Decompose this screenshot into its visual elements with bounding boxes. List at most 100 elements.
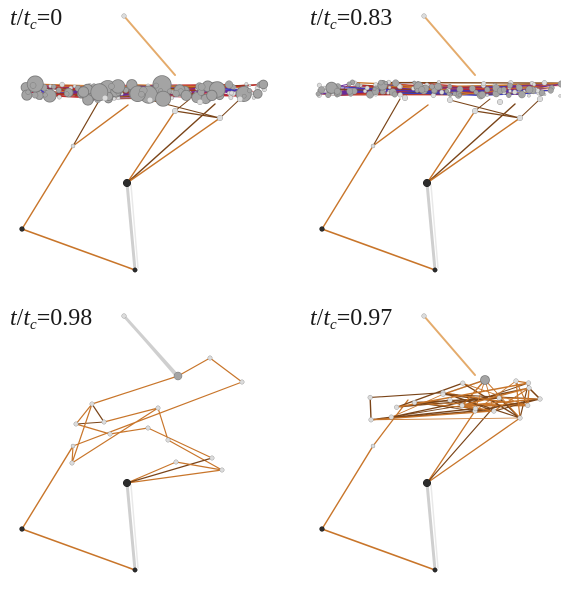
- network-edge: [72, 408, 158, 463]
- small-node: [398, 92, 403, 97]
- node: [371, 144, 375, 148]
- network-edge: [322, 229, 435, 270]
- network-edge: [92, 376, 178, 404]
- network-graph-t098: [0, 300, 280, 591]
- network-node: [347, 82, 351, 86]
- network-edge: [322, 446, 373, 529]
- network-node: [538, 397, 543, 402]
- network-node: [525, 403, 530, 408]
- network-edge: [92, 404, 104, 422]
- network-node: [518, 91, 525, 98]
- network-node: [412, 400, 417, 405]
- network-node: [413, 81, 416, 84]
- network-node: [156, 406, 160, 410]
- network-node: [472, 108, 478, 114]
- network-node: [356, 83, 361, 88]
- bottom-node: [433, 568, 437, 572]
- network-node: [173, 90, 180, 97]
- network-node: [316, 92, 320, 96]
- left-node: [20, 527, 25, 532]
- network-edge: [124, 316, 178, 376]
- time-label-t0: t/tc=0: [10, 4, 62, 32]
- network-node: [102, 95, 108, 101]
- network-edge: [528, 388, 529, 405]
- panel-t097: t/tc=0.97: [300, 300, 561, 591]
- network-edge: [22, 146, 73, 229]
- network-edge: [322, 529, 435, 570]
- small-node: [365, 86, 369, 90]
- network-node: [217, 115, 223, 121]
- network-node: [458, 93, 462, 97]
- network-node: [166, 438, 170, 442]
- small-node: [229, 96, 233, 100]
- node: [71, 144, 75, 148]
- network-edge: [72, 404, 92, 463]
- network-node: [154, 83, 159, 88]
- hub-node: [423, 179, 431, 187]
- bottom-node: [433, 268, 437, 272]
- bottom-node: [133, 268, 137, 272]
- network-node: [485, 87, 490, 92]
- network-edge: [76, 422, 104, 424]
- panel-t083: t/tc=0.83: [300, 0, 561, 291]
- network-node: [347, 88, 353, 94]
- network-node: [70, 461, 74, 465]
- panel-t098: t/tc=0.98: [0, 300, 280, 591]
- network-edge: [370, 393, 443, 398]
- network-edge: [110, 428, 148, 434]
- small-node: [486, 94, 489, 97]
- network-edge: [427, 418, 520, 483]
- small-node: [481, 81, 485, 85]
- network-node: [32, 92, 38, 98]
- top-node: [122, 14, 127, 19]
- network-edge: [427, 411, 475, 483]
- network-node: [389, 415, 394, 420]
- network-node: [514, 379, 519, 384]
- network-graph-t083: [300, 0, 561, 291]
- network-node: [517, 115, 523, 121]
- node: [71, 444, 75, 448]
- network-node: [30, 82, 36, 88]
- network-node: [56, 88, 61, 93]
- network-edge: [373, 99, 400, 146]
- network-node: [90, 402, 94, 406]
- network-node: [460, 403, 465, 408]
- network-node: [369, 417, 374, 422]
- network-node: [497, 99, 503, 105]
- network-node: [156, 91, 171, 106]
- network-node: [392, 80, 399, 87]
- network-edge: [73, 105, 128, 146]
- network-node: [474, 90, 479, 95]
- small-node: [57, 95, 61, 99]
- network-node: [242, 94, 246, 98]
- network-node: [435, 83, 442, 90]
- hub-node: [123, 479, 131, 487]
- network-node: [26, 90, 31, 95]
- network-graph-t097: [300, 300, 561, 591]
- left-node: [320, 527, 325, 532]
- network-node: [384, 81, 388, 85]
- network-node: [368, 395, 373, 400]
- small-node: [245, 82, 248, 85]
- network-node: [419, 86, 425, 92]
- small-node: [230, 91, 234, 95]
- network-node: [429, 84, 434, 89]
- network-node: [516, 85, 522, 91]
- network-node: [102, 420, 106, 424]
- network-node: [334, 88, 340, 94]
- network-node: [481, 376, 490, 385]
- network-edge: [220, 99, 240, 118]
- network-node: [108, 83, 114, 89]
- network-node: [453, 92, 457, 96]
- small-node: [509, 90, 512, 93]
- network-node: [237, 96, 243, 102]
- network-edge: [148, 428, 212, 458]
- network-node: [473, 406, 478, 411]
- network-node: [506, 93, 511, 98]
- network-node: [447, 84, 452, 89]
- network-node: [526, 86, 533, 93]
- top-node: [422, 314, 427, 319]
- network-node: [43, 93, 48, 98]
- network-node: [174, 372, 182, 380]
- network-node: [181, 90, 191, 100]
